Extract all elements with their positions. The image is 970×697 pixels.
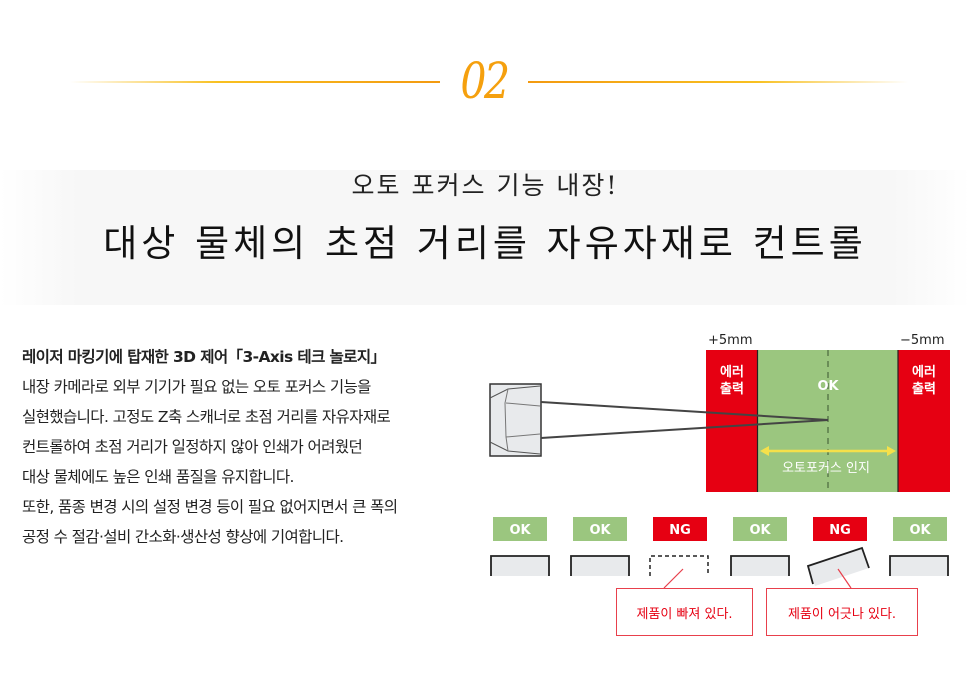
laser-beam — [540, 401, 829, 421]
description-line: 실현했습니다. 고정도 Z축 스캐너로 초점 거리를 자유자재로 — [22, 408, 391, 426]
badge-label: NG — [829, 523, 851, 538]
product — [730, 555, 790, 576]
description-line: 내장 카메라로 외부 기기가 필요 없는 오토 포커스 기능을 — [22, 378, 371, 396]
badge-label: OK — [589, 523, 611, 538]
error-zone-right — [898, 350, 950, 492]
description-line: 대상 물체에도 높은 인쇄 품질을 유지합니다. — [22, 468, 294, 486]
minus-range-label: −5mm — [900, 333, 945, 348]
section-number: 02 — [460, 52, 510, 110]
product — [570, 555, 630, 576]
autofocus-label: 오토포커스 인지 — [782, 461, 870, 476]
camera-icon — [489, 383, 542, 457]
product-misaligned — [806, 546, 870, 586]
inspection-badges: OK OK NG OK NG OK — [493, 517, 947, 541]
error-label: 출력 — [912, 381, 936, 397]
error-label: 출력 — [720, 381, 744, 397]
description: 레이저 마킹기에 탑재한 3D 제어「3-Axis 테크 놀로지」 내장 카메라… — [22, 342, 452, 552]
divider-right — [528, 81, 908, 83]
badge-ng — [813, 517, 867, 541]
error-label: 에러 — [720, 364, 744, 380]
plus-range-label: +5mm — [708, 333, 753, 348]
badge-label: OK — [749, 523, 771, 538]
error-label: 에러 — [912, 364, 936, 380]
description-line: 또한, 품종 변경 시의 설정 변경 등이 필요 없어지면서 큰 폭의 — [22, 498, 398, 516]
product — [889, 555, 949, 576]
callout-pointer — [663, 568, 684, 589]
badge-label: OK — [509, 523, 531, 538]
badge-ok — [733, 517, 787, 541]
description-line: 공정 수 절감·설비 간소화·생산성 향상에 기여합니다. — [22, 528, 344, 546]
arrow-head-right — [887, 446, 896, 456]
divider-left — [70, 81, 440, 83]
badge-label: NG — [669, 523, 691, 538]
badge-ok — [493, 517, 547, 541]
error-zone-left — [706, 350, 758, 492]
badge-label: OK — [909, 523, 931, 538]
badge-ok — [573, 517, 627, 541]
badge-ok — [893, 517, 947, 541]
callout-misaligned-product: 제품이 어긋나 있다. — [766, 588, 918, 636]
laser-beam — [540, 419, 829, 439]
description-line: 컨트롤하여 초점 거리가 일정하지 않아 인쇄가 어려웠던 — [22, 438, 363, 456]
arrow-head-left — [760, 446, 769, 456]
ok-label: OK — [817, 379, 839, 394]
products — [490, 546, 949, 586]
section-subtitle: 오토 포커스 기능 내장! — [351, 171, 619, 200]
section-title: 대상 물체의 초점 거리를 자유자재로 컨트롤 — [103, 222, 867, 265]
product — [490, 555, 550, 576]
description-lead: 레이저 마킹기에 탑재한 3D 제어「3-Axis 테크 놀로지」 — [22, 348, 386, 366]
title-band — [0, 170, 970, 305]
badge-ng — [653, 517, 707, 541]
callout-missing-product: 제품이 빠져 있다. — [616, 588, 753, 636]
callout-pointer — [837, 568, 852, 589]
product-missing — [649, 555, 709, 576]
